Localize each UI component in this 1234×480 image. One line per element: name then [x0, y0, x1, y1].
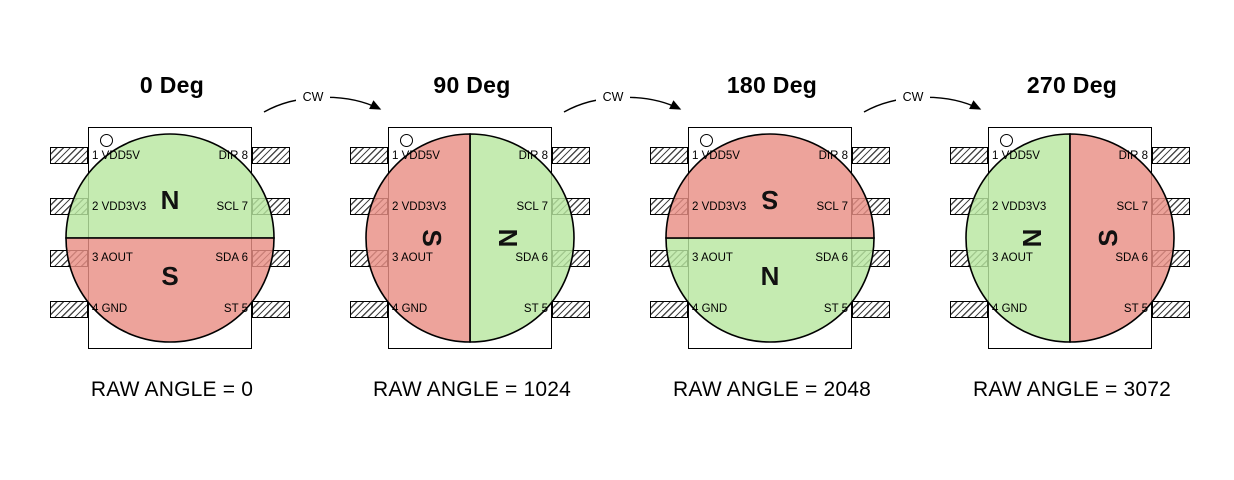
- pin-stub: [350, 147, 388, 164]
- pin-stub: [50, 301, 88, 318]
- sensor-diagram: N S 1 VDD5V 2 VDD3V3 3 AOUT 4 GND DIR 8 …: [642, 123, 902, 363]
- pin-stub: [950, 301, 988, 318]
- pin-stub: [950, 147, 988, 164]
- pin-stub: [1152, 250, 1190, 267]
- pin-stub: [252, 147, 290, 164]
- raw-angle-label: RAW ANGLE = 2048: [673, 378, 871, 401]
- pin-stub: [552, 250, 590, 267]
- pin-stub: [252, 301, 290, 318]
- pin1-indicator-dot: [400, 134, 413, 147]
- pin-stub: [350, 301, 388, 318]
- pin-stub: [350, 198, 388, 215]
- angle-title: 0 Deg: [139, 72, 205, 98]
- pin-label: ST 5: [823, 303, 848, 315]
- cw-arrow-label: CW: [596, 90, 630, 104]
- pin-label: ST 5: [1123, 303, 1148, 315]
- pin-stub: [552, 301, 590, 318]
- pin-label: ST 5: [223, 303, 248, 315]
- pin-label: SDA 6: [815, 252, 848, 264]
- pin-stub: [852, 198, 890, 215]
- raw-angle-label: RAW ANGLE = 1024: [373, 378, 571, 401]
- pin-stub: [852, 250, 890, 267]
- pin-label: SDA 6: [1115, 252, 1148, 264]
- sensor-diagram: N S 1 VDD5V 2 VDD3V3 3 AOUT 4 GND DIR 8 …: [42, 123, 302, 363]
- pin-stub: [50, 198, 88, 215]
- sensor-diagram: N S 1 VDD5V 2 VDD3V3 3 AOUT 4 GND DIR 8 …: [942, 123, 1202, 363]
- pin-label: DIR 8: [518, 150, 548, 162]
- pin-label: DIR 8: [218, 150, 248, 162]
- raw-angle-label: RAW ANGLE = 0: [90, 378, 254, 401]
- pin-label: SCL 7: [816, 201, 848, 213]
- pin-label: SCL 7: [216, 201, 248, 213]
- pin-label: SDA 6: [215, 252, 248, 264]
- sensor-diagram: N S 1 VDD5V 2 VDD3V3 3 AOUT 4 GND DIR 8 …: [342, 123, 602, 363]
- pin-stub: [1152, 301, 1190, 318]
- pin-stub: [852, 147, 890, 164]
- pin-label: ST 5: [523, 303, 548, 315]
- cw-arrow-label: CW: [296, 90, 330, 104]
- pin-label: SCL 7: [1116, 201, 1148, 213]
- pin-label: SDA 6: [515, 252, 548, 264]
- angle-title: 180 Deg: [726, 72, 818, 98]
- pin-stub: [650, 198, 688, 215]
- raw-angle-label: RAW ANGLE = 3072: [973, 378, 1171, 401]
- pin-stub: [1152, 198, 1190, 215]
- cw-arrow-label: CW: [896, 90, 930, 104]
- pin-stub: [950, 198, 988, 215]
- pin-stub: [50, 250, 88, 267]
- pin1-indicator-dot: [100, 134, 113, 147]
- pin-stub: [1152, 147, 1190, 164]
- pin-label: DIR 8: [818, 150, 848, 162]
- pin-label: SCL 7: [516, 201, 548, 213]
- angle-title: 270 Deg: [1026, 72, 1118, 98]
- pin-stub: [650, 147, 688, 164]
- pin-stub: [852, 301, 890, 318]
- pin-stub: [252, 198, 290, 215]
- pin-stub: [650, 301, 688, 318]
- pin-stub: [950, 250, 988, 267]
- pin1-indicator-dot: [1000, 134, 1013, 147]
- pin1-indicator-dot: [700, 134, 713, 147]
- pin-stub: [552, 147, 590, 164]
- pin-stub: [252, 250, 290, 267]
- pin-stub: [50, 147, 88, 164]
- pin-stub: [350, 250, 388, 267]
- pin-stub: [650, 250, 688, 267]
- angle-title: 90 Deg: [433, 72, 511, 98]
- pin-label: DIR 8: [1118, 150, 1148, 162]
- pin-stub: [552, 198, 590, 215]
